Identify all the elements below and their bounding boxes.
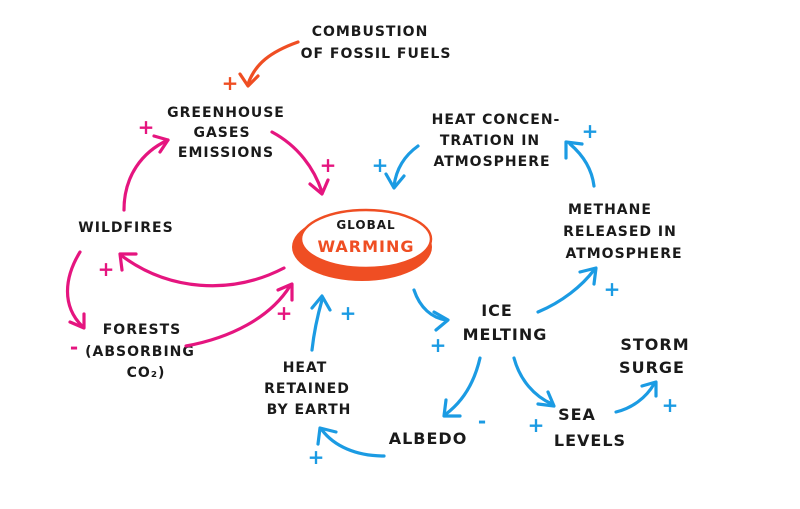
arrow-warming-to-ice	[412, 288, 450, 332]
ice-label-line2: MELTING	[463, 325, 548, 344]
sign-ice-to-methane: +	[604, 277, 621, 301]
sea-label-line2: LEVELS	[554, 431, 626, 450]
node-greenhouse-gases: GREENHOUSE GASES EMISSIONS	[167, 105, 285, 161]
node-ice-melting: ICE MELTING	[463, 301, 548, 344]
forests-label-line1: FORESTS	[103, 322, 182, 338]
global-warming-ellipse	[299, 208, 433, 270]
ice-label-line1: ICE	[481, 301, 513, 320]
sign-heat-conc-to-warming: +	[372, 153, 389, 177]
forests-label-line3: CO₂)	[127, 365, 166, 381]
sign-wildfires-to-greenhouse: +	[138, 115, 155, 139]
node-wildfires: WILDFIRES	[78, 220, 173, 236]
forests-label-line2: (ABSORBING	[85, 344, 195, 360]
greenhouse-label-line3: EMISSIONS	[178, 145, 274, 161]
heat-conc-label-line2: TRATION IN	[440, 133, 540, 149]
arrow-heat-conc-to-warming	[384, 144, 420, 190]
sign-heat-retained-to-warming: +	[340, 301, 357, 325]
sign-warming-to-ice: +	[430, 333, 447, 357]
arrow-sea-to-storm	[614, 380, 658, 414]
sign-ice-to-sea: +	[528, 413, 545, 437]
arrow-wildfires-to-greenhouse	[122, 134, 170, 212]
node-combustion: COMBUSTION OF FOSSIL FUELS	[301, 24, 452, 62]
arrow-warming-to-wildfires	[118, 252, 286, 288]
arrow-methane-to-heat-conc	[564, 140, 596, 188]
heat-conc-label-line1: HEAT CONCEN-	[432, 112, 561, 128]
sign-sea-to-storm: +	[662, 393, 679, 417]
sign-wildfires-to-forests: -	[70, 335, 78, 359]
greenhouse-label-line1: GREENHOUSE	[167, 105, 285, 121]
combustion-label-line1: COMBUSTION	[312, 24, 429, 40]
arrow-ice-to-sea	[512, 356, 556, 408]
arrow-ice-to-methane	[536, 266, 598, 314]
arrow-heat-retained-to-warming	[310, 294, 332, 352]
node-albedo: ALBEDO	[389, 429, 468, 448]
arrow-albedo-to-heat-retained	[316, 426, 386, 458]
albedo-label: ALBEDO	[389, 429, 468, 448]
sign-warming-to-wildfires: +	[98, 257, 115, 281]
wildfires-label: WILDFIRES	[78, 220, 173, 236]
arrow-wildfires-to-forests	[65, 250, 86, 330]
node-heat-retained: HEAT RETAINED BY EARTH	[264, 360, 352, 418]
node-storm-surge: STORM SURGE	[619, 335, 689, 377]
node-sea-levels: SEA LEVELS	[554, 405, 626, 450]
sign-forests-to-warming: +	[276, 301, 293, 325]
global-warming-label-line1: GLOBAL	[336, 218, 395, 232]
global-warming-node: GLOBAL WARMING	[292, 208, 433, 281]
sign-methane-to-heat-conc: +	[582, 119, 599, 143]
arrow-combustion-to-greenhouse	[238, 40, 300, 88]
methane-label-line1: METHANE	[568, 202, 652, 218]
methane-label-line3: ATMOSPHERE	[565, 246, 682, 262]
heat-retained-label-line1: HEAT	[283, 360, 328, 376]
heat-retained-label-line3: BY EARTH	[267, 402, 352, 418]
methane-label-line2: RELEASED IN	[563, 224, 677, 240]
storm-label-line2: SURGE	[619, 358, 685, 377]
sign-albedo-to-heat-retained: +	[308, 445, 325, 469]
node-forests: FORESTS (ABSORBING CO₂)	[85, 322, 195, 381]
arrow-forests-to-warming	[184, 282, 294, 348]
arrow-greenhouse-to-warming	[270, 130, 330, 196]
heat-conc-label-line3: ATMOSPHERE	[433, 154, 550, 170]
combustion-label-line2: OF FOSSIL FUELS	[301, 46, 452, 62]
arrow-ice-to-albedo	[442, 356, 482, 418]
sea-label-line1: SEA	[558, 405, 596, 424]
storm-label-line1: STORM	[620, 335, 689, 354]
global-warming-label-line2: WARMING	[317, 237, 414, 256]
node-heat-concentration: HEAT CONCEN- TRATION IN ATMOSPHERE	[432, 112, 561, 170]
sign-combustion-to-greenhouse: +	[222, 71, 239, 95]
sign-ice-to-albedo: -	[478, 409, 486, 433]
greenhouse-label-line2: GASES	[193, 125, 250, 141]
heat-retained-label-line2: RETAINED	[264, 381, 350, 397]
sign-greenhouse-to-warming: +	[320, 153, 337, 177]
node-methane: METHANE RELEASED IN ATMOSPHERE	[563, 202, 682, 262]
